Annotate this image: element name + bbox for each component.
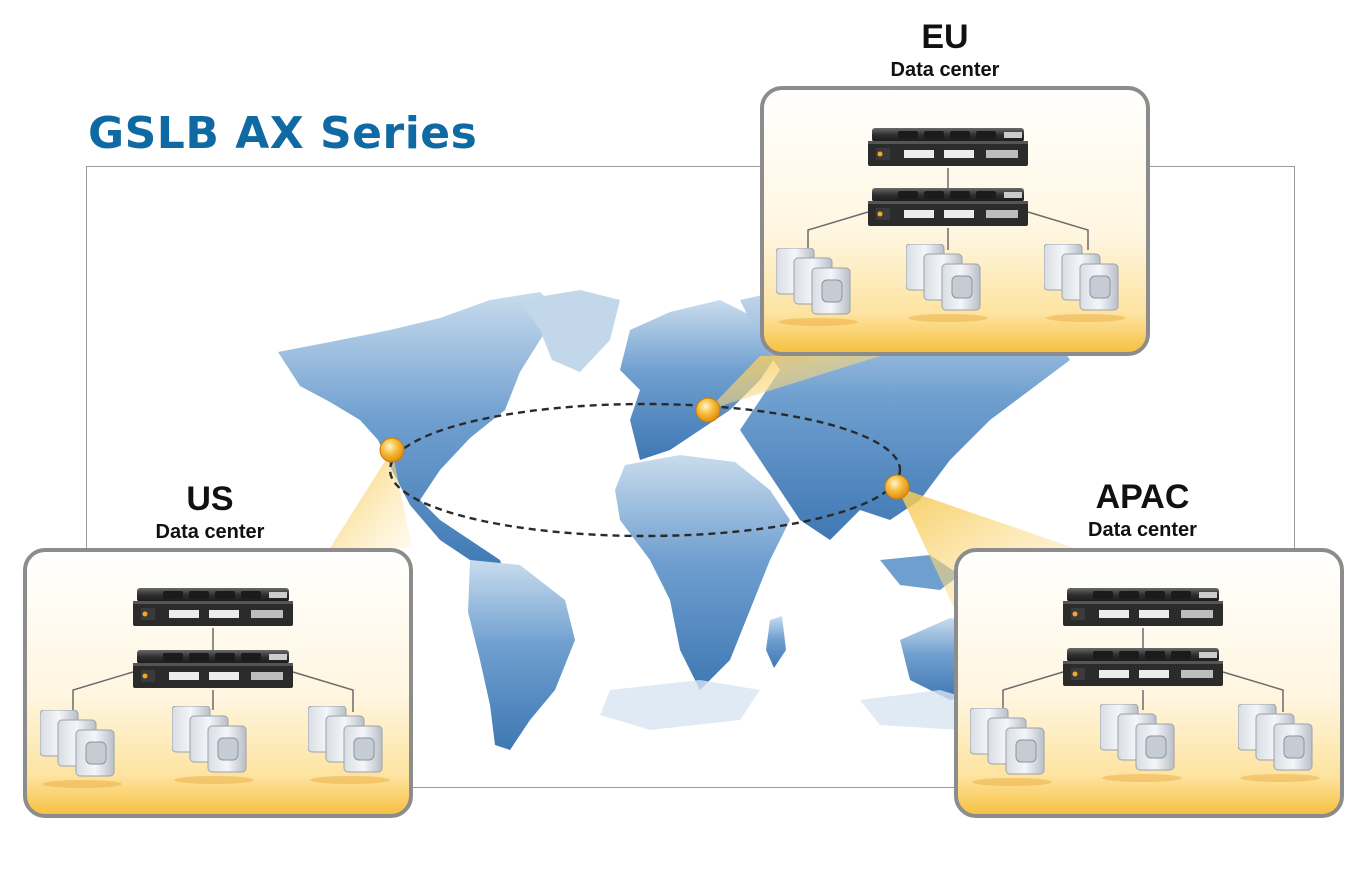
diagram-title: GSLB AX Series — [88, 108, 478, 159]
ax-appliance-icon — [1063, 588, 1223, 626]
eu-datacenter-text: Data center — [890, 59, 1000, 81]
apac-region-name: APAC — [1095, 478, 1190, 516]
ax-appliance-icon — [133, 588, 293, 626]
location-node-icon — [695, 397, 721, 423]
location-node-icon — [884, 474, 910, 500]
eu-datacenter-label: EU Data center — [870, 20, 1020, 80]
apac-datacenter-label: APAC Data center — [1070, 480, 1215, 540]
gslb-link-ring — [388, 402, 902, 538]
eu-datacenter-callout — [760, 86, 1150, 356]
ax-appliance-icon — [868, 188, 1028, 226]
ax-appliance-icon — [133, 650, 293, 688]
us-datacenter-label: US Data center — [140, 482, 280, 542]
us-datacenter-callout — [23, 548, 413, 818]
location-node-icon — [379, 437, 405, 463]
us-region-name: US — [186, 480, 234, 518]
us-datacenter-text: Data center — [155, 521, 265, 543]
ax-appliance-icon — [868, 128, 1028, 166]
apac-datacenter-callout — [954, 548, 1344, 818]
ax-appliance-icon — [1063, 648, 1223, 686]
eu-region-name: EU — [921, 18, 969, 56]
apac-datacenter-text: Data center — [1088, 519, 1197, 541]
